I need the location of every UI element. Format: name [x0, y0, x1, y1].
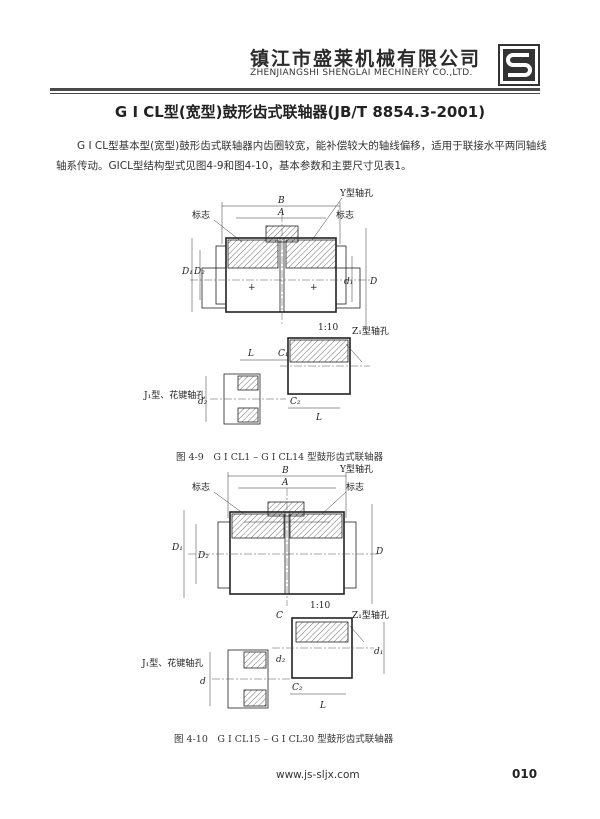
j1-hole-label-2: J₁型、花键轴孔: [141, 657, 203, 669]
header-rule: [50, 88, 540, 91]
taper-label: 1:10: [318, 323, 338, 333]
dim-d2-label: d₂: [198, 397, 208, 407]
dim-D1-label-2: D₁: [171, 543, 183, 553]
dim-B-label: B: [277, 196, 285, 206]
figure-4-10: B A Y型轴孔 标志 标志 D₁ D₂ D C 1:10 Z₁型轴孔: [140, 462, 480, 724]
header-rule-thin: [50, 93, 540, 94]
company-name-en: ZHENJIANGSHI SHENGLAI MECHINERY CO.,LTD.: [250, 68, 473, 78]
company-name-cn: 镇江市盛莱机械有限公司: [250, 48, 482, 70]
figure-4-10-caption: 图 4-10 G I CL15 – G I CL30 型鼓形齿式联轴器: [174, 734, 394, 745]
dim-L-bottom-label: L: [315, 413, 322, 423]
company-logo-icon: [498, 44, 540, 86]
dim-C1-label: C₁: [278, 349, 289, 359]
svg-text:+: +: [310, 283, 318, 293]
dim-D2-label: D₂: [193, 267, 205, 277]
z1-hole-label-2: Z₁型轴孔: [352, 609, 389, 621]
dim-C2-label: C₂: [290, 397, 301, 407]
dim-A-label: A: [277, 208, 285, 218]
intro-paragraph: G I CL型基本型(宽型)鼓形齿式联轴器内齿圈较宽，能补偿较大的轴线偏移，适用…: [56, 140, 547, 172]
taper-label-2: 1:10: [310, 601, 330, 611]
mark-label-left-2: 标志: [192, 481, 210, 493]
dim-C-label-2: C: [276, 611, 283, 621]
mark-label-right-2: 标志: [346, 481, 364, 493]
page-header: 镇江市盛莱机械有限公司 ZHENJIANGSHI SHENGLAI MECHIN…: [0, 0, 600, 94]
coupling-drawing-2: B A Y型轴孔 标志 标志 D₁ D₂ D C 1:10 Z₁型轴孔: [141, 463, 389, 711]
page-title: G I CL型(宽型)鼓形齿式联轴器(JB/T 8854.3-2001): [114, 103, 486, 121]
dim-d1-label: d₁: [344, 277, 353, 287]
dim-D2-label-2: D₂: [197, 551, 209, 561]
mark-label-left: 标志: [192, 209, 210, 221]
z1-hole-label: Z₁型轴孔: [352, 325, 389, 337]
dim-B-label-2: B: [281, 466, 289, 476]
dim-A-label-2: A: [281, 478, 289, 488]
dim-d1-label-2: d₁: [374, 647, 383, 657]
dim-d-label-2: d: [200, 677, 206, 687]
dim-C2-label-2: C₂: [292, 683, 303, 693]
dim-d2-label-2: d₂: [276, 655, 286, 665]
coupling-drawing-1: B A Y型轴孔 标志 标志 + + D₁ D₂ d₁ D: [143, 187, 389, 425]
figure-4-9: B A Y型轴孔 标志 标志 + + D₁ D₂ d₁ D: [140, 184, 480, 436]
figure-4-9-caption: 图 4-9 G I CL1 – G I CL14 型鼓形齿式联轴器: [176, 452, 384, 463]
footer-website[interactable]: www.js-sljx.com: [276, 769, 360, 781]
dim-D-label-2: D: [375, 547, 383, 557]
mark-label-right: 标志: [336, 209, 354, 221]
page-number: 010: [512, 767, 538, 781]
dim-L-top-label: L: [247, 349, 254, 359]
dim-D1-label: D₁: [181, 267, 193, 277]
y-hole-label-2: Y型轴孔: [339, 463, 373, 475]
dim-D-label: D: [369, 277, 377, 287]
y-hole-label: Y型轴孔: [339, 187, 373, 199]
dim-L-bottom-label-2: L: [319, 701, 326, 711]
j1-hole-label: J₁型、花键轴孔: [143, 389, 205, 401]
svg-text:+: +: [248, 283, 256, 293]
